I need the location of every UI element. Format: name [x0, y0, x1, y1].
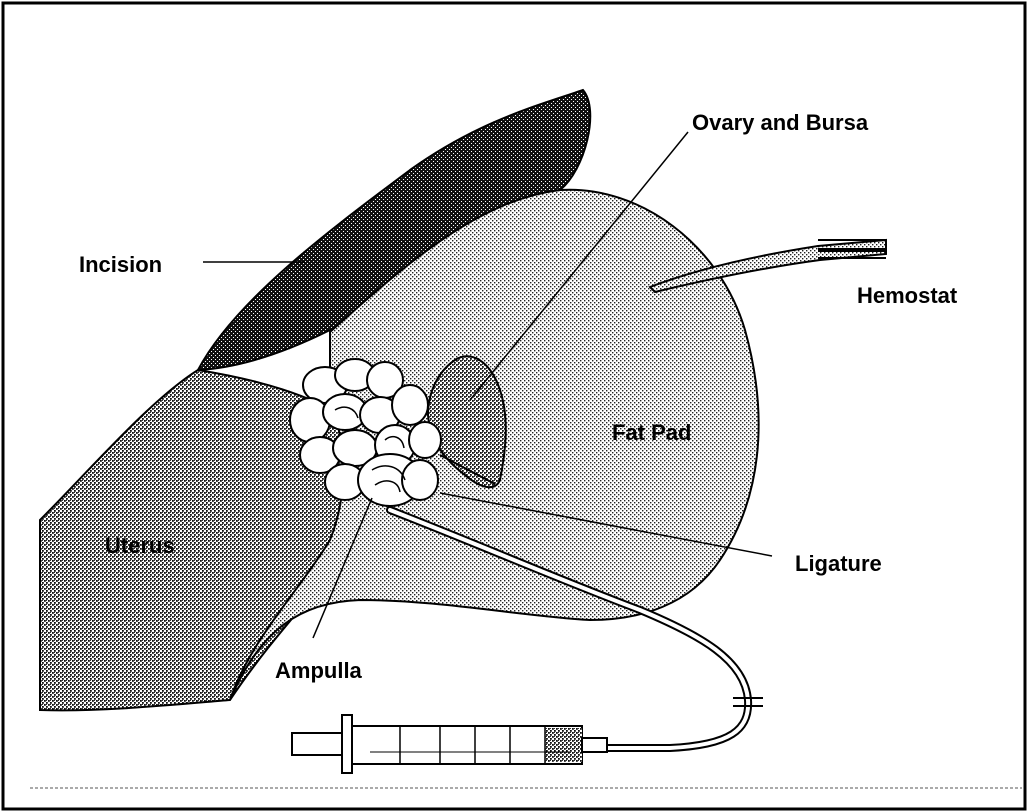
label-uterus: Uterus: [105, 533, 175, 558]
label-ampulla: Ampulla: [275, 658, 363, 683]
label-fat-pad: Fat Pad: [612, 420, 691, 445]
label-hemostat: Hemostat: [857, 283, 958, 308]
label-incision: Incision: [79, 252, 162, 277]
label-ovary-and-bursa: Ovary and Bursa: [692, 110, 869, 135]
label-ligature: Ligature: [795, 551, 882, 576]
